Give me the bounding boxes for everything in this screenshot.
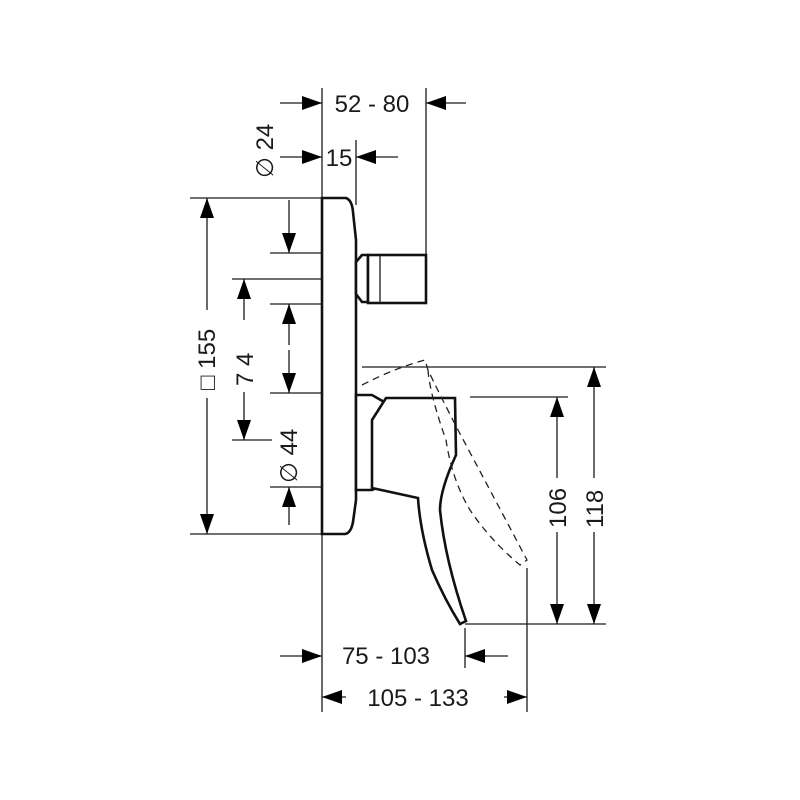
d44-arrow-top xyxy=(282,373,296,393)
d24-arrow xyxy=(302,96,322,110)
d155-label: □ 155 xyxy=(194,329,221,390)
d105-arrow-left xyxy=(322,690,342,704)
d118-arrow-top xyxy=(587,367,601,387)
diverter-knob xyxy=(354,253,370,304)
d105-arrow-right xyxy=(507,690,527,704)
d105-133-label: 105 - 133 xyxy=(367,685,468,712)
d15-arrow-left xyxy=(302,150,322,164)
d52-80-label: 52 - 80 xyxy=(335,91,410,118)
cover-plate xyxy=(320,196,358,536)
d74-arrow-top xyxy=(237,279,251,299)
lever-handle xyxy=(370,396,468,626)
dimension-labels: ∅ 24 52 - 80 15 □ 155 7 4 ∅ 44 106 118 7… xyxy=(194,91,609,712)
d15-arrow-right xyxy=(356,150,376,164)
d155-arrow-top xyxy=(200,198,214,218)
d75-arrow-right xyxy=(465,649,485,663)
lever-handle-alt-position xyxy=(361,359,528,566)
d24v-arrow-bottom xyxy=(282,304,296,324)
d155-arrow-bottom xyxy=(200,514,214,534)
d75-arrow-left xyxy=(302,649,322,663)
d52-arrow xyxy=(426,96,446,110)
d106-arrow-bottom xyxy=(550,604,564,624)
d106-arrow-top xyxy=(550,397,564,417)
d118-arrow-bottom xyxy=(587,604,601,624)
d24v-arrow-top xyxy=(282,233,296,253)
d75-103-label: 75 - 103 xyxy=(342,643,430,670)
dimension-lines xyxy=(200,96,601,704)
d118-label: 118 xyxy=(582,490,609,528)
d44-arrow-bottom xyxy=(282,487,296,507)
d74-arrow-bottom xyxy=(237,420,251,440)
d106-label: 106 xyxy=(545,488,572,528)
lever-alt-inner-edge xyxy=(427,369,447,441)
d15-label: 15 xyxy=(326,145,353,172)
diverter-cap xyxy=(366,253,428,305)
d44-label: ∅ 44 xyxy=(276,429,303,483)
mixer-body xyxy=(320,196,528,626)
d24-label: ∅ 24 xyxy=(252,124,279,178)
d74-label: 7 4 xyxy=(232,353,259,386)
extension-lines xyxy=(190,88,606,712)
